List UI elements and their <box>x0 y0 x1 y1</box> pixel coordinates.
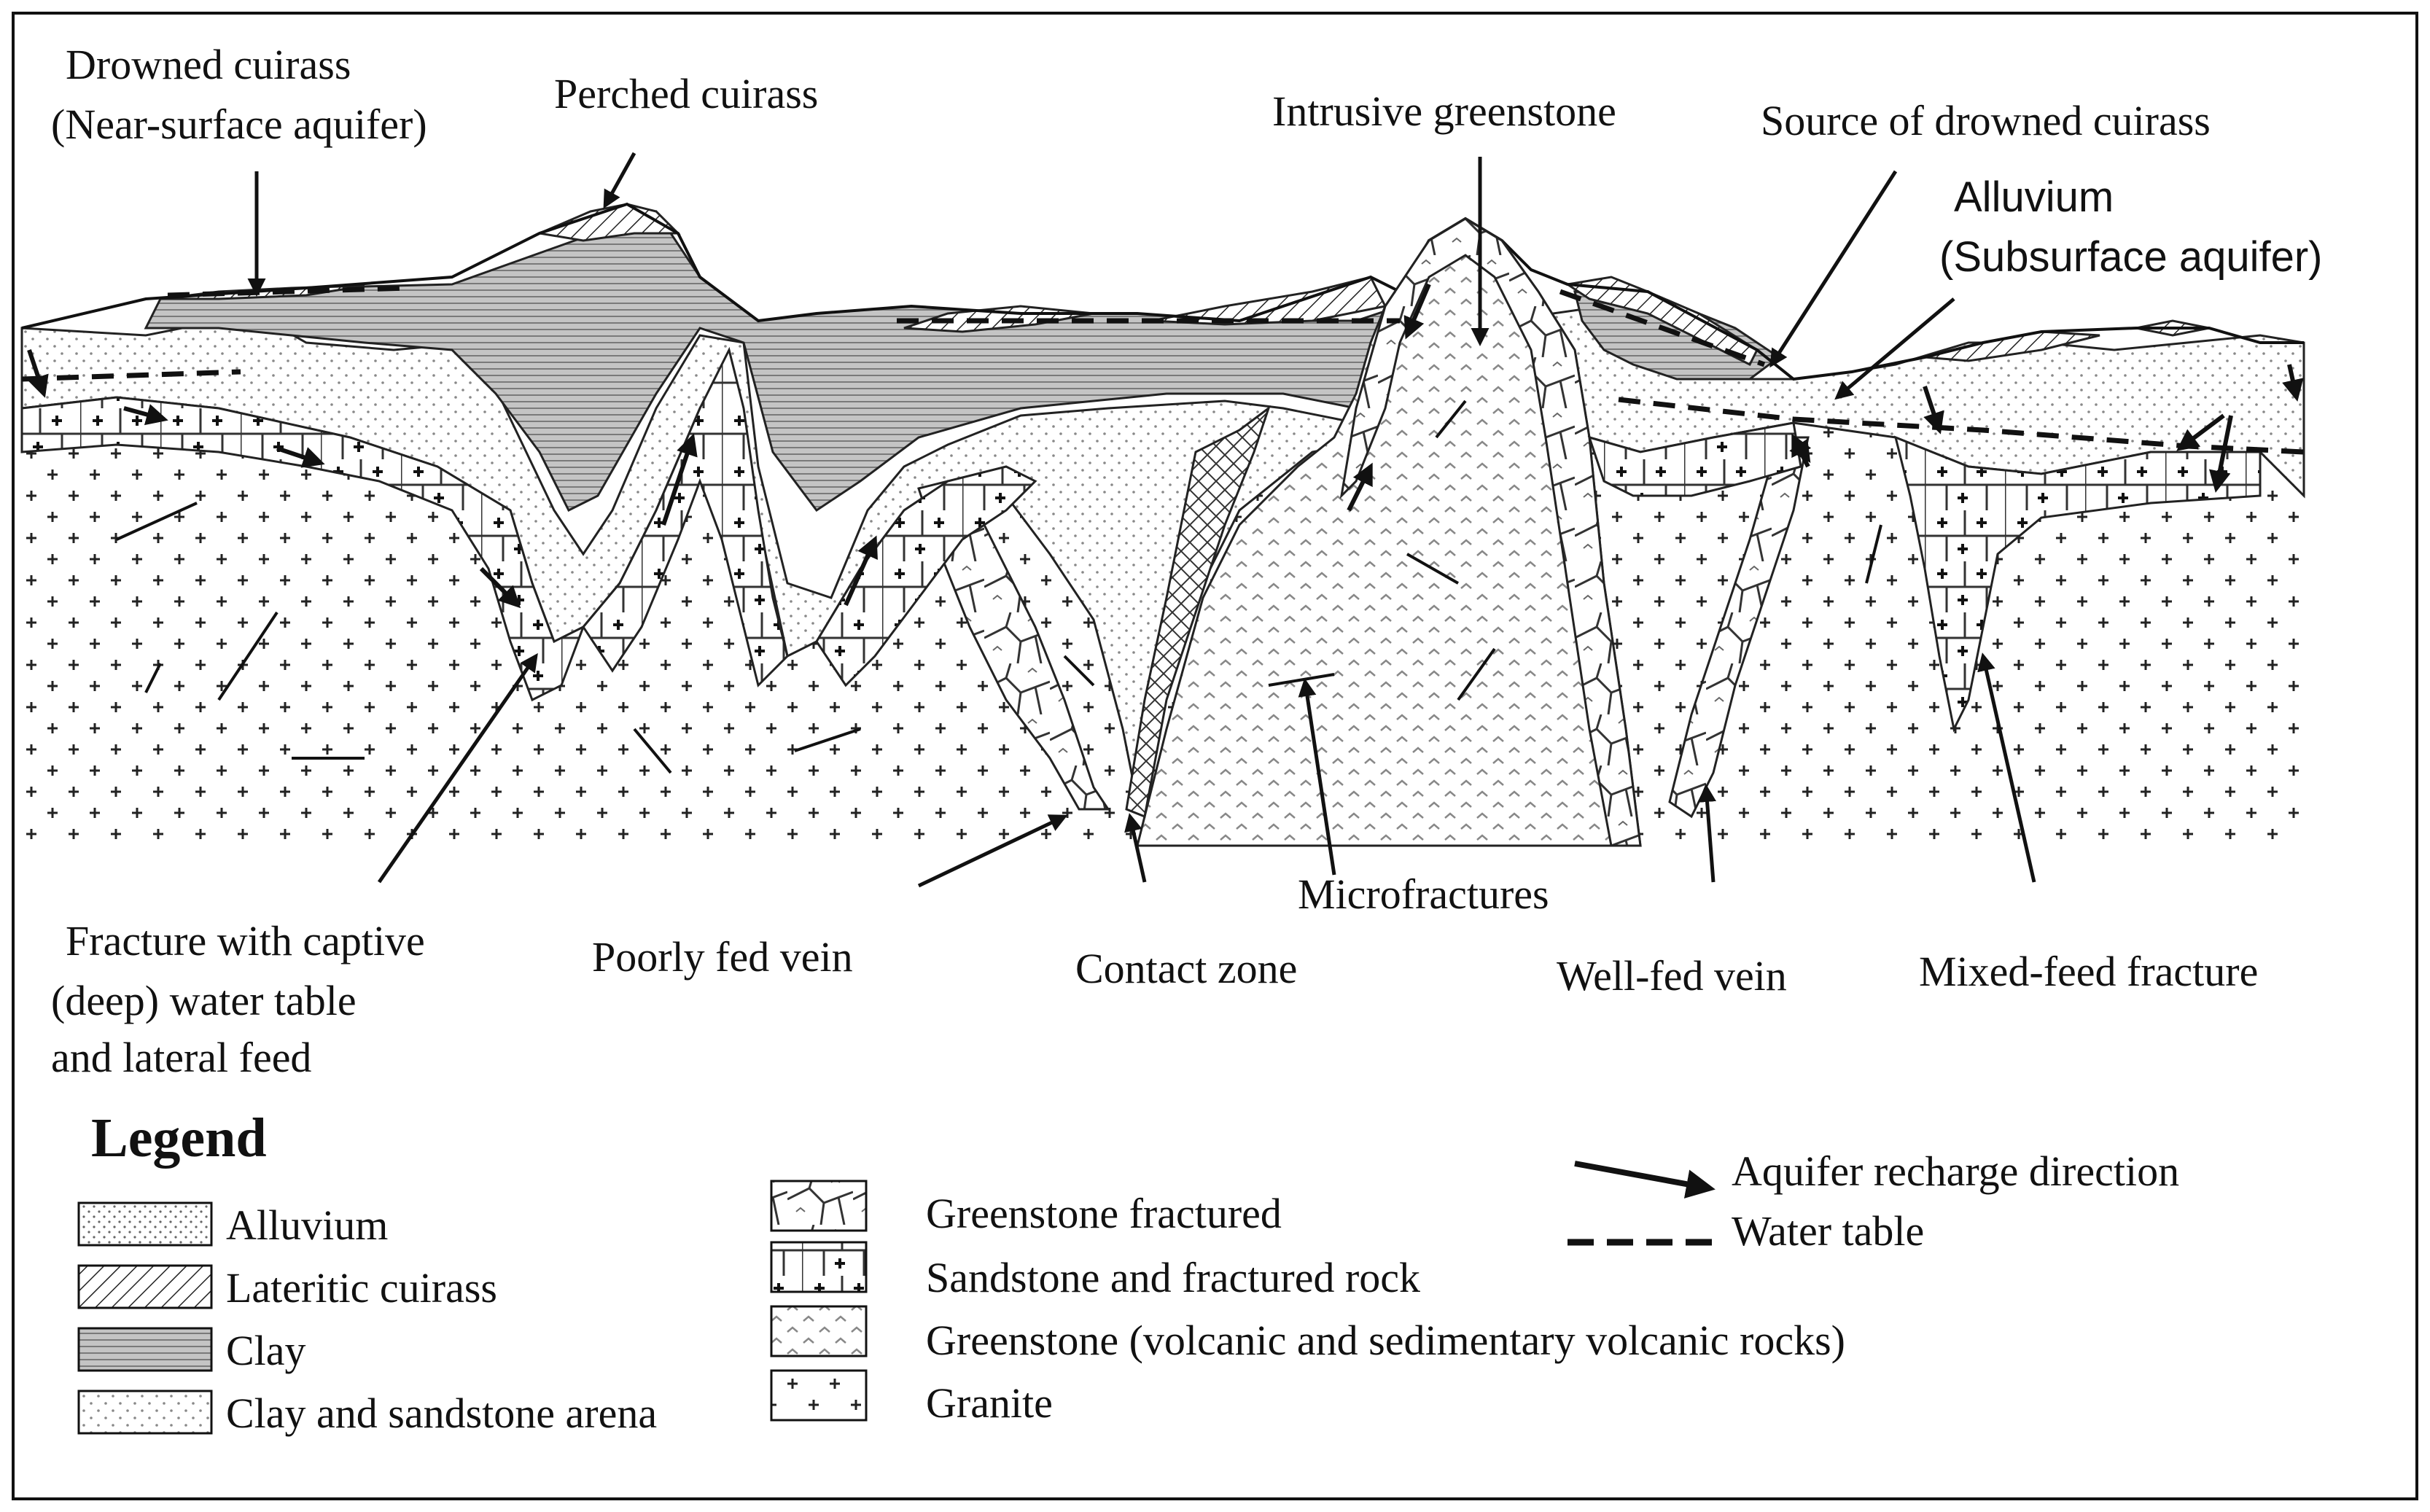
legend: Legend Alluvium Lateritic cuirass Clay C… <box>77 1107 2179 1437</box>
sandstone-belt-right <box>1587 421 1802 497</box>
recharge-arrows <box>27 283 2304 609</box>
legend-label-greenstone-fractured: Greenstone fractured <box>926 1190 1282 1237</box>
legend-item-water-table: Water table <box>1568 1207 1924 1255</box>
legend-item-lateritic-cuirass: Lateritic cuirass <box>77 1264 497 1312</box>
legend-item-arena: Clay and sandstone arena <box>77 1390 657 1437</box>
sandstone-belt-mid <box>815 465 1037 687</box>
legend-item-recharge-direction: Aquifer recharge direction <box>1574 1147 2179 1199</box>
greenstone-fractured-rim <box>1339 217 1642 847</box>
legend-label-recharge: Aquifer recharge direction <box>1732 1147 2179 1195</box>
contact-zone-strip <box>1125 405 1271 819</box>
legend-label-greenstone: Greenstone (volcanic and sedimentary vol… <box>926 1317 1845 1364</box>
legend-swatch-clay <box>77 1327 213 1372</box>
label-subsurface-aquifer: (Subsurface aquifer) <box>1939 233 2322 281</box>
label-fracture-captive: Fracture with captive <box>66 917 425 965</box>
label-near-surface-aquifer: (Near-surface aquifer) <box>51 101 427 148</box>
legend-item-granite: Granite <box>770 1369 1053 1427</box>
label-mixed-feed-fracture: Mixed-feed fracture <box>1919 948 2258 995</box>
legend-label-water-table: Water table <box>1732 1207 1924 1255</box>
label-drowned-cuirass: Drowned cuirass <box>66 41 351 88</box>
legend-label-cuirass: Lateritic cuirass <box>226 1264 497 1312</box>
legend-title: Legend <box>91 1107 267 1169</box>
legend-item-clay: Clay <box>77 1327 306 1374</box>
legend-swatch-greenstone <box>770 1305 868 1357</box>
legend-item-alluvium: Alluvium <box>77 1201 388 1249</box>
legend-item-greenstone: Greenstone (volcanic and sedimentary vol… <box>770 1305 1845 1364</box>
label-perched-cuirass: Perched cuirass <box>554 70 818 117</box>
cuirass-mid2 <box>1151 276 1387 326</box>
legend-item-sandstone: Sandstone and fractured rock <box>770 1241 1420 1301</box>
legend-label-sandstone: Sandstone and fractured rock <box>926 1254 1420 1301</box>
cross-section <box>20 152 2305 888</box>
legend-arrow-icon <box>1574 1161 1716 1199</box>
legend-label-alluvium: Alluvium <box>226 1201 388 1249</box>
legend-swatch-sandstone <box>770 1241 868 1293</box>
legend-swatch-granite <box>770 1369 868 1422</box>
label-lateral-feed: and lateral feed <box>51 1034 311 1081</box>
label-source-drowned-cuirass: Source of drowned cuirass <box>1761 97 2211 144</box>
label-deep-water-table: (deep) water table <box>51 977 357 1024</box>
sandstone-belt-left <box>20 396 585 702</box>
label-microfractures: Microfractures <box>1298 870 1549 918</box>
label-leaders <box>247 152 2036 888</box>
legend-item-greenstone-fractured: Greenstone fractured <box>770 1180 1282 1237</box>
microfractures-marks <box>116 400 1882 774</box>
label-alluvium: Alluvium <box>1954 174 2114 221</box>
granite-bedrock <box>22 397 2304 846</box>
figure-frame <box>12 12 2418 1500</box>
legend-swatch-greenstone-fractured <box>770 1180 868 1232</box>
label-well-fed-vein: Well-fed vein <box>1557 952 1787 999</box>
cross-section-labels: Drowned cuirass (Near-surface aquifer) P… <box>51 41 2322 1081</box>
legend-label-arena: Clay and sandstone arena <box>226 1390 657 1437</box>
legend-label-clay: Clay <box>226 1327 306 1374</box>
legend-swatch-arena <box>77 1390 213 1435</box>
label-poorly-fed-vein: Poorly fed vein <box>592 933 853 981</box>
label-contact-zone: Contact zone <box>1075 945 1297 992</box>
legend-swatch-cuirass <box>77 1264 213 1309</box>
legend-swatch-alluvium <box>77 1201 213 1247</box>
sandstone-belt-far-right <box>1893 435 2262 733</box>
label-intrusive-greenstone: Intrusive greenstone <box>1272 87 1616 135</box>
water-table-line <box>21 285 2305 455</box>
legend-label-granite: Granite <box>926 1379 1053 1427</box>
